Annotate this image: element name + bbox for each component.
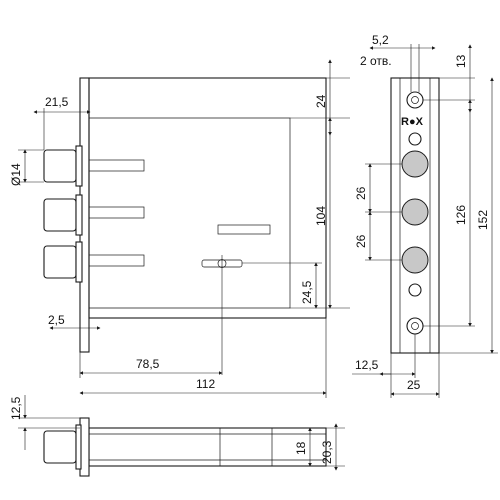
bolt-hole-3 (401, 246, 429, 274)
bottom-bolt (43, 430, 77, 464)
slot-small (217, 224, 271, 235)
faceplate-view: R●X 5,2 2 отв. 13 26 26 126 (352, 33, 498, 398)
dim-2-5: 2,5 (48, 313, 65, 327)
dim-25: 25 (407, 378, 421, 392)
bolt-hole-1 (401, 150, 429, 178)
dim-152: 152 (476, 210, 490, 230)
dim-21-5: 21,5 (45, 95, 69, 109)
small-hole-bottom (408, 283, 422, 297)
dim-12-5-bottom: 12,5 (9, 396, 23, 420)
small-hole-top (408, 132, 422, 146)
screw-hole-top (406, 91, 424, 109)
dim-diameter-14: Ø14 (9, 163, 23, 186)
dim-18: 18 (294, 441, 308, 455)
dim-24-5: 24,5 (300, 280, 314, 304)
brand-logo: R●X (401, 116, 424, 128)
dim-126: 126 (454, 205, 468, 225)
dim-26-upper: 26 (354, 186, 368, 200)
dim-13: 13 (454, 54, 468, 68)
dim-26-lower: 26 (354, 234, 368, 248)
key-hole (201, 255, 322, 375)
bolt-slot-1 (88, 159, 145, 172)
lock-body (88, 77, 327, 319)
inner-cover (89, 117, 291, 309)
bolt-hole-2 (401, 198, 429, 226)
bolt-slot-2 (88, 206, 145, 219)
dim-24: 24 (314, 94, 328, 108)
dim-2-holes: 2 отв. (360, 54, 392, 68)
dim-78-5: 78,5 (136, 357, 160, 371)
front-view: 21,5 Ø14 2,5 78,5 112 24 104 24,5 (9, 59, 350, 398)
dim-112: 112 (196, 377, 215, 391)
screw-hole-bottom (406, 317, 424, 335)
bolt-2 (43, 194, 83, 236)
dim-104: 104 (314, 206, 328, 226)
dim-20-3: 20,3 (320, 440, 334, 464)
bolt-3 (43, 241, 83, 283)
dim-12-5-right: 12,5 (355, 358, 379, 372)
bolt-1 (43, 145, 83, 187)
bolt-slot-3 (88, 254, 145, 267)
dim-5-2: 5,2 (372, 33, 389, 47)
bottom-view: 12,5 18 20,3 (9, 395, 345, 477)
